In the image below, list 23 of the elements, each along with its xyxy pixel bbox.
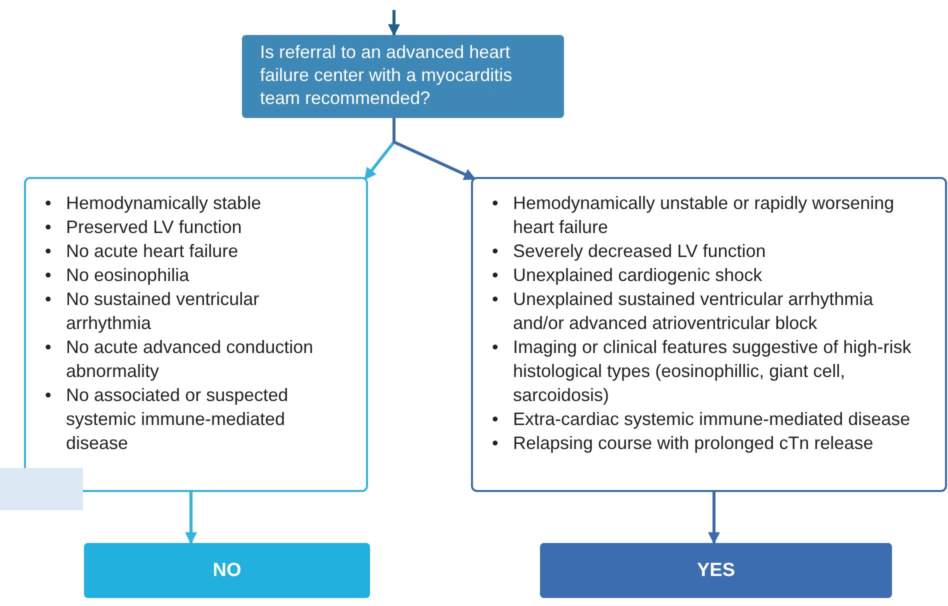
criterion-item: • Unexplained cardiogenic shock — [492, 264, 764, 287]
arrow — [388, 10, 400, 36]
arrow — [185, 492, 197, 544]
criterion-item: • No acute advanced conduction abnormality — [45, 336, 314, 383]
criterion-item: • No eosinophilia — [45, 264, 190, 287]
criterion-item: • Hemodynamically stable — [45, 192, 262, 215]
decision-box: Is referral to an advanced heart failure center with a myocarditis team recommended? — [242, 35, 564, 118]
criterion-item: • No associated or suspected systemic immune-mediated disease — [45, 384, 290, 455]
criterion-item: • Extra-cardiac systemic immune-mediated disease — [492, 408, 912, 431]
criterion-item: • No sustained ventricular arrhythmia — [45, 288, 260, 335]
outcome-box: NO — [84, 543, 370, 598]
arrow — [392, 118, 476, 180]
criteria-panel — [471, 177, 947, 492]
arrow — [708, 492, 720, 544]
outcome-box: YES — [540, 543, 892, 598]
criterion-item: • Preserved LV function — [45, 216, 243, 239]
criterion-item: • No acute heart failure — [45, 240, 240, 263]
criterion-item: • Unexplained sustained ventricular arrhythmia and/or advanced atrioventricular block — [492, 288, 874, 335]
criteria-panel — [24, 177, 368, 492]
criterion-item: • Severely decreased LV function — [492, 240, 767, 263]
criterion-item: • Hemodynamically unstable or rapidly worsening heart failure — [492, 192, 896, 239]
criterion-item: • Relapsing course with prolonged cTn release — [492, 432, 874, 455]
criterion-item: • Imaging or clinical features suggestive of high-risk histological types (eosinophillic, giant cell, sarcoidosis) — [492, 336, 912, 407]
